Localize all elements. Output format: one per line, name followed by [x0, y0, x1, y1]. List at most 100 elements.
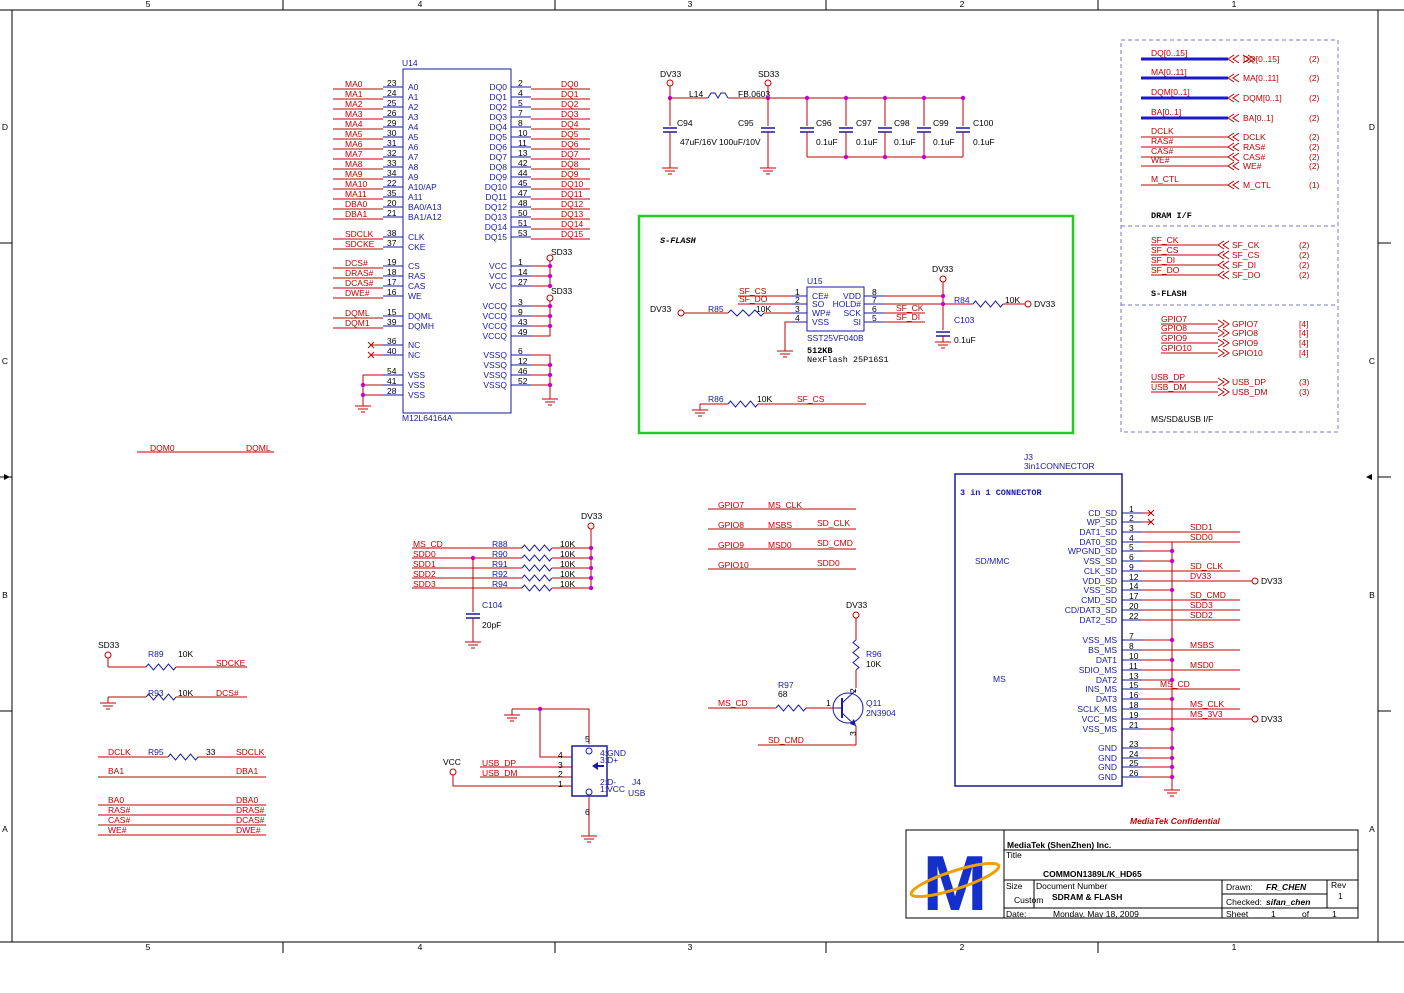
sheet-value: 1: [1271, 909, 1276, 919]
pin-number: 3: [848, 731, 858, 736]
sdram-pin-number: 21: [387, 208, 397, 218]
usb-pin-number: 6: [585, 807, 590, 817]
sdram-pin-name: BA0/A13: [408, 202, 442, 212]
sdram-pin-number: 13: [518, 148, 528, 158]
net-label: SDD0: [413, 549, 436, 559]
r97-ref: R97: [778, 680, 794, 690]
r89-ref: R89: [148, 649, 164, 659]
sflash-pin-name: SCK: [844, 308, 862, 318]
port-arrow: [1232, 180, 1240, 190]
usb-pin-label: 3:D+: [600, 755, 618, 765]
bead-label: FB.0603: [738, 89, 770, 99]
junction-dot: [1169, 587, 1175, 593]
sdram-pin-number: 41: [387, 376, 397, 386]
sdram-pin-number: 10: [518, 128, 528, 138]
sdram-pin-name: NC: [408, 350, 420, 360]
sheet-label: Sheet: [1226, 909, 1249, 919]
port-label: GPIO10: [1232, 348, 1263, 358]
sdram-pin-name: A4: [408, 122, 419, 132]
row-marker: A: [2, 824, 8, 834]
sflash-pin-number: 3: [795, 304, 800, 314]
usb-pin-number: 5: [585, 734, 590, 744]
connector-pin-name: CLK_SD: [1084, 566, 1117, 576]
port-ref: (2): [1309, 113, 1320, 123]
port-group-box: [1120, 39, 1339, 433]
row-marker: A: [1369, 824, 1375, 834]
port-ref: (2): [1299, 260, 1310, 270]
sdram-pin-number: 39: [387, 317, 397, 327]
net-label: M_CTL: [1151, 174, 1179, 184]
resistor-value: 10K: [560, 549, 575, 559]
port-arrow: [1222, 328, 1230, 338]
net-label: DQ14: [561, 219, 583, 229]
net-label: GPIO7: [1161, 314, 1187, 324]
row-marker: C: [1369, 356, 1375, 366]
sflash-pin-number: 5: [872, 313, 877, 323]
connector-pin-number: 23: [1129, 739, 1139, 749]
pin-number: 2: [848, 688, 858, 693]
connector-pin-name: GND: [1098, 772, 1117, 782]
net-label: DQM[0..1]: [1151, 87, 1190, 97]
resistor-R88: [521, 544, 553, 552]
junction-dot: [1169, 745, 1175, 751]
sdram-pin-number: 43: [518, 317, 528, 327]
net-label: BA[0..1]: [1151, 107, 1181, 117]
company-name: MediaTek (ShenZhen) Inc.: [1007, 840, 1111, 850]
port-arrow: [1222, 348, 1230, 358]
sdram-ref: U14: [402, 58, 418, 68]
port-arrow: [1232, 152, 1240, 162]
c103-ref: C103: [954, 315, 975, 325]
port-arrow: [1217, 240, 1225, 250]
sdram-pin-name: DQ14: [485, 222, 507, 232]
net-label: SD_CMD: [817, 538, 853, 548]
connector-pin-name: WPGND_SD: [1068, 546, 1117, 556]
sdram-pin-number: 18: [387, 267, 397, 277]
connector-pin-name: DAT1: [1096, 655, 1117, 665]
net-label: MA3: [345, 109, 363, 119]
resistor-R92: [521, 574, 553, 582]
drawn-value: FR_CHEN: [1266, 882, 1307, 892]
sdram-pin-number: 25: [387, 98, 397, 108]
rev-label: Rev: [1331, 880, 1347, 890]
port-label: SF_DO: [1232, 270, 1261, 280]
connector-pin-number: 21: [1129, 720, 1139, 730]
junction-dot: [547, 263, 553, 269]
junction-dot: [1169, 696, 1175, 702]
size-label: Size: [1006, 881, 1023, 891]
sdram-pin-name: DQ6: [490, 142, 508, 152]
connector-pin-number: 10: [1129, 651, 1139, 661]
net-label: MSBS: [768, 520, 792, 530]
net-label: BA0: [108, 795, 124, 805]
port-arrow: [1232, 142, 1240, 152]
port-arrow: [1222, 240, 1230, 250]
port-arrow: [1227, 113, 1235, 123]
net-label: USB_DP: [1151, 372, 1185, 382]
dv33-label: DV33: [1261, 714, 1283, 724]
sdram-pin-number: 17: [387, 277, 397, 287]
size-value: Custom: [1014, 895, 1043, 905]
port-ref: (2): [1309, 93, 1320, 103]
cap-value: 47uF/16V: [680, 137, 717, 147]
sflash-pin-number: 8: [872, 287, 877, 297]
cap-value: 0.1uF: [894, 137, 916, 147]
sflash-pin-number: 2: [795, 295, 800, 305]
sflash-pin-name: VSS: [812, 317, 829, 327]
sdram-pin-name: VSSQ: [483, 350, 507, 360]
port-ref: [4]: [1299, 328, 1308, 338]
sdram-pin-number: 35: [387, 188, 397, 198]
junction-dot: [547, 303, 553, 309]
c104-value: 20pF: [482, 620, 501, 630]
sd-mmc-label: SD/MMC: [975, 556, 1009, 566]
col-marker: 5: [146, 0, 151, 9]
sdram-pin-name: BA1/A12: [408, 212, 442, 222]
sdram-pin-name: VCCQ: [482, 331, 507, 341]
net-label: SF_CK: [896, 303, 924, 313]
sdram-pin-number: 4: [518, 88, 523, 98]
net-label: SF_CS: [739, 286, 767, 296]
power-port: [449, 768, 457, 776]
connector-pin-name: GND: [1098, 753, 1117, 763]
port-ref: (2): [1309, 73, 1320, 83]
connector-pin-name: SCLK_MS: [1077, 704, 1117, 714]
junction-dot: [1169, 637, 1175, 643]
net-label: SDD2: [1190, 610, 1213, 620]
